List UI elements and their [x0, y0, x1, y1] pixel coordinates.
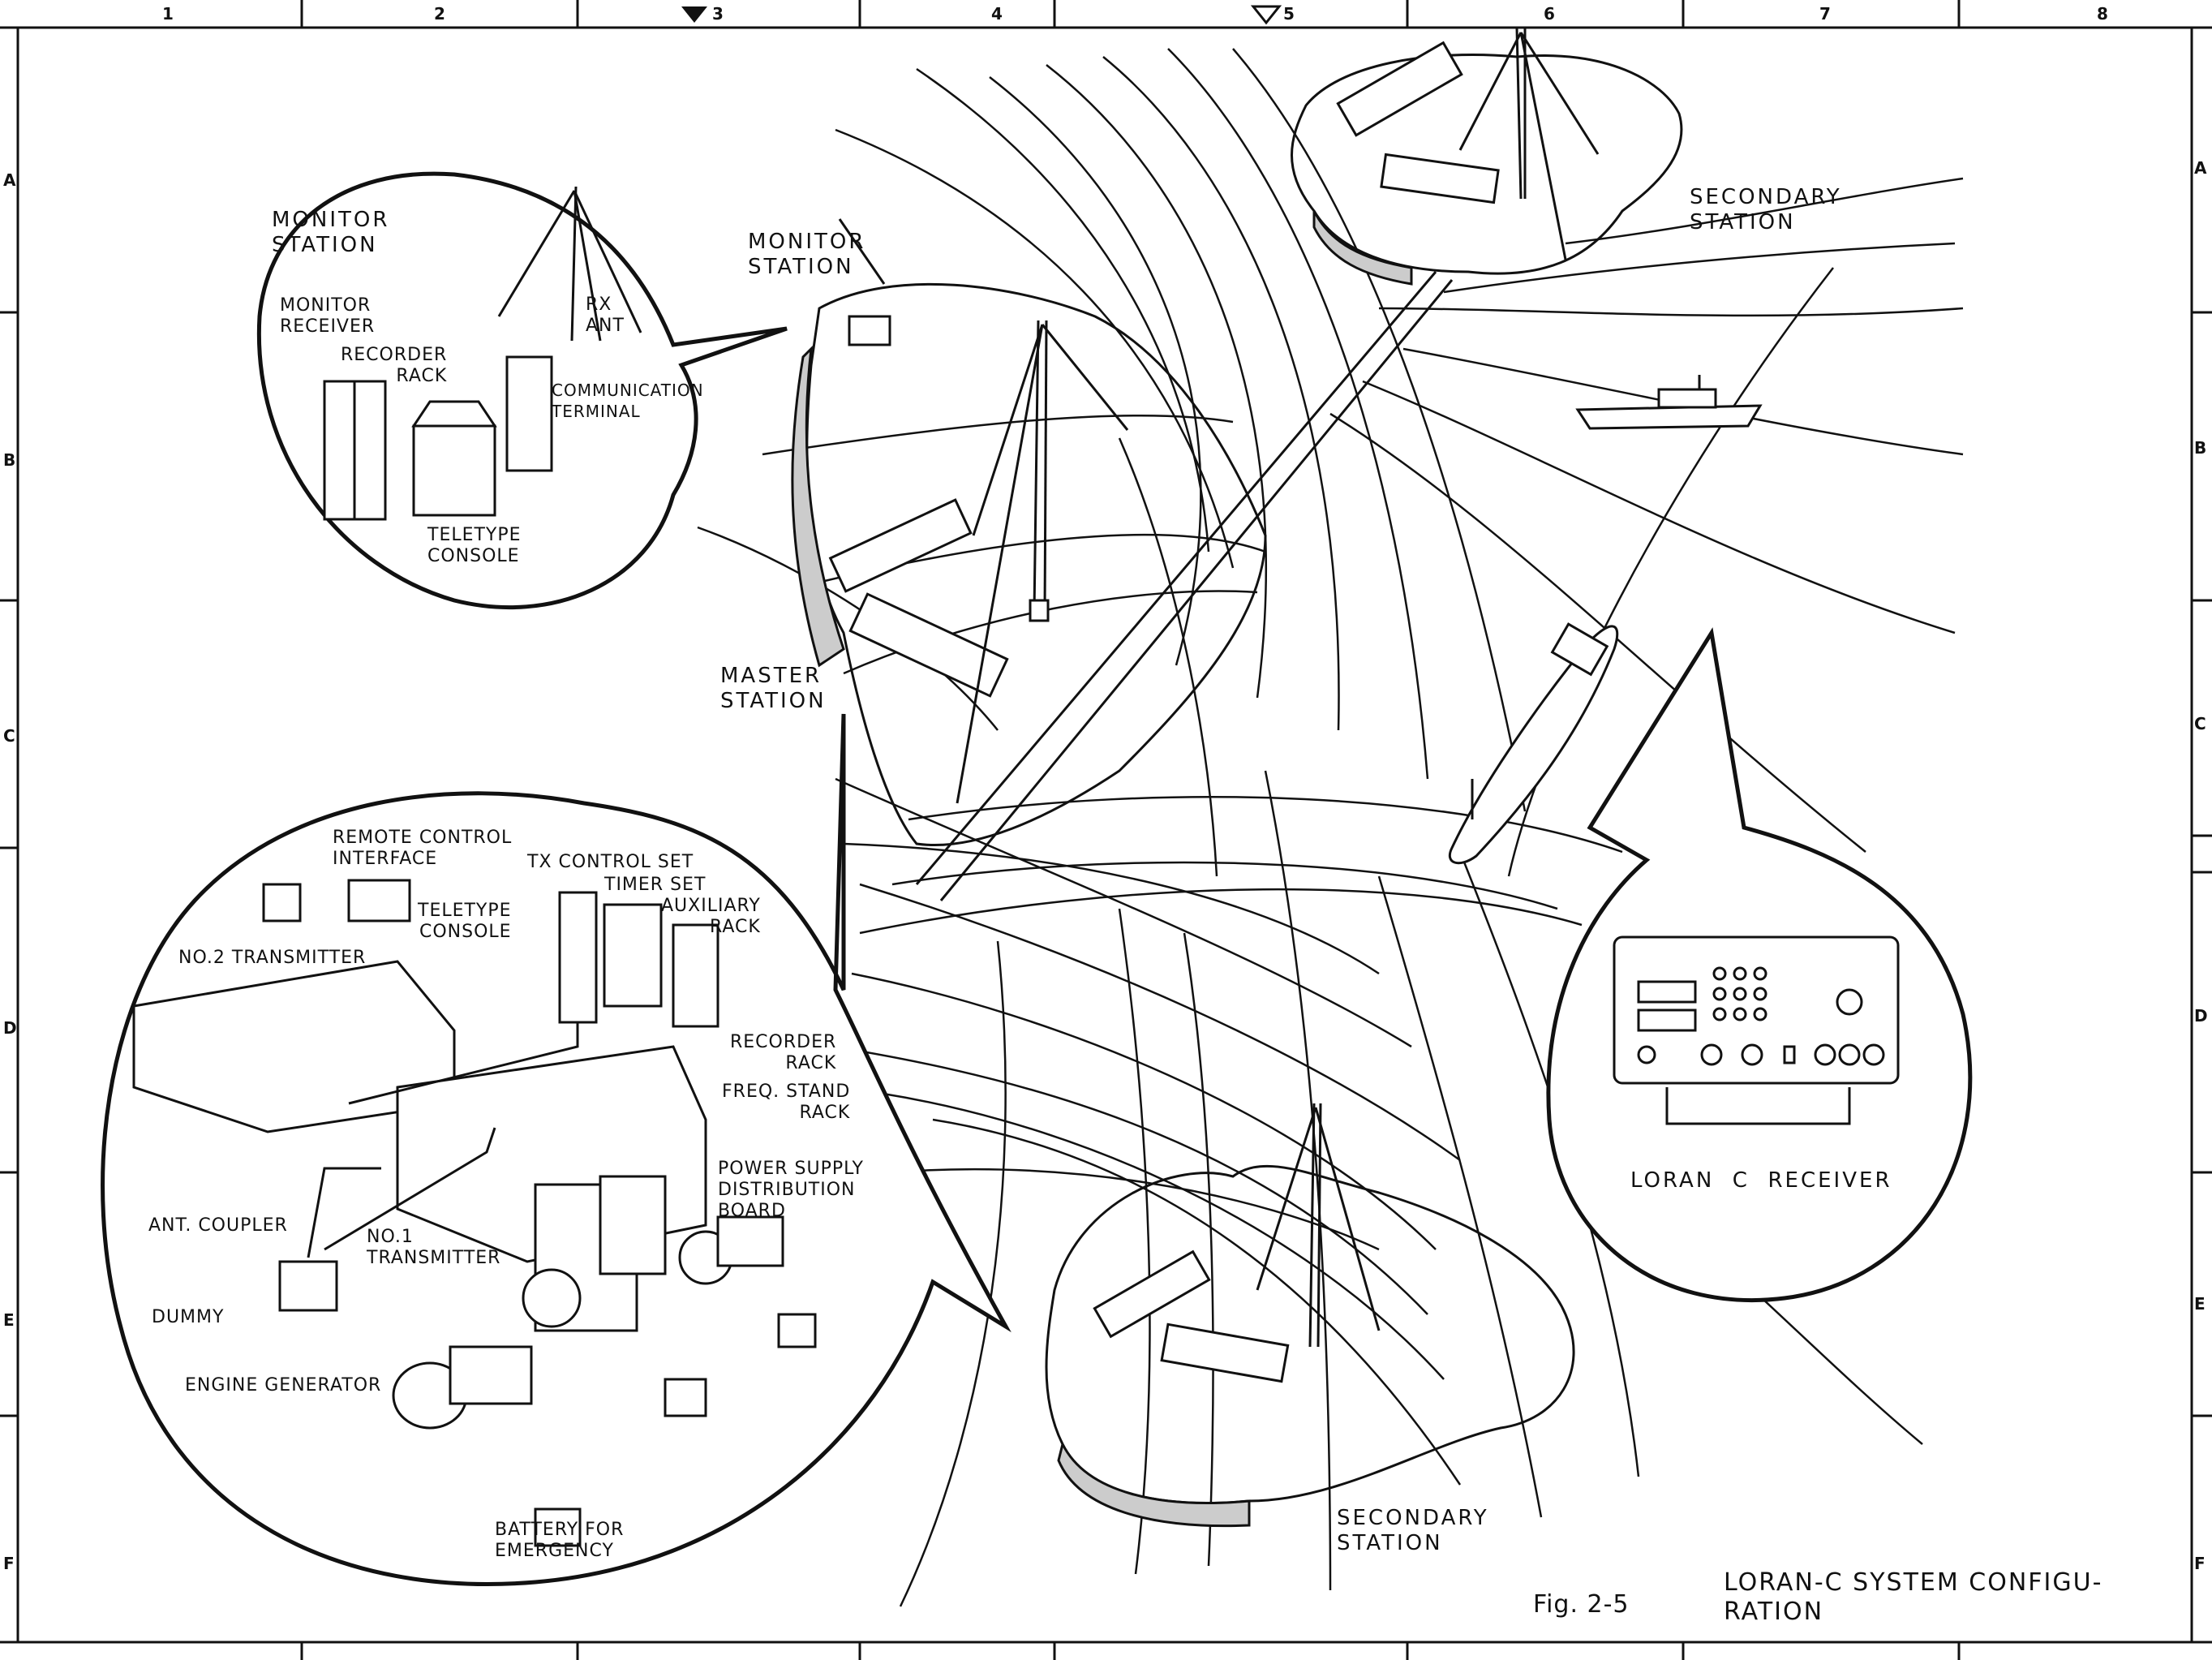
monitor-receiver-label: MONITOR RECEIVER: [280, 295, 375, 338]
grid-col-4: 4: [991, 4, 1003, 24]
center-mark-outline: [1253, 6, 1279, 23]
grid-row-b-left: B: [3, 450, 15, 470]
monitor-station-label: MONITOR STATION: [748, 230, 865, 280]
monitor-detail-title: MONITOR STATION: [272, 208, 389, 258]
grid-row-c-right: C: [2194, 714, 2206, 733]
grid-row-f-right: F: [2194, 1554, 2206, 1573]
figure-number: Fig. 2-5: [1533, 1590, 1630, 1619]
grid-col-7: 7: [1819, 4, 1831, 24]
loran-c-receiver-label: LORAN C RECEIVER: [1630, 1168, 1892, 1193]
secondary-station-top-island: [1292, 28, 1682, 284]
engine-generator-label: ENGINE GENERATOR: [185, 1375, 381, 1396]
figure-title: LORAN-C SYSTEM CONFIGU- RATION: [1724, 1568, 2102, 1627]
grid-col-5: 5: [1283, 4, 1295, 24]
freq-stand-rack-label: FREQ. STAND RACK: [722, 1082, 850, 1124]
ship-small: [1578, 375, 1760, 428]
grid-row-a-left: A: [3, 170, 15, 190]
grid-row-e-right: E: [2194, 1294, 2206, 1314]
grid-row-a-right: A: [2194, 158, 2206, 178]
timer-set-label: TIMER SET: [604, 875, 706, 896]
no1-transmitter-label: NO.1 TRANSMITTER: [367, 1227, 500, 1269]
remote-control-interface-label: REMOTE CONTROL INTERFACE: [333, 828, 512, 870]
tx-control-set-label: TX CONTROL SET: [527, 852, 694, 873]
grid-row-e-left: E: [3, 1310, 15, 1330]
auxiliary-rack-label: AUXILIARY RACK: [661, 896, 761, 938]
secondary-station-top-label: SECONDARY STATION: [1690, 185, 1842, 235]
dummy-label: DUMMY: [152, 1307, 224, 1328]
secondary-station-bottom-island: [1046, 1103, 1574, 1526]
grid-row-d-left: D: [3, 1018, 17, 1038]
monitor-teletype-console-label: TELETYPE CONSOLE: [427, 525, 522, 567]
grid-row-d-right: D: [2194, 1006, 2208, 1026]
center-mark-filled: [681, 6, 707, 23]
communication-terminal-label: COMMUNICATION TERMINAL: [552, 380, 704, 422]
power-supply-board-label: POWER SUPPLY DISTRIBUTION BOARD: [718, 1159, 864, 1222]
battery-label: BATTERY FOR EMERGENCY: [495, 1520, 624, 1562]
master-station-label: MASTER STATION: [720, 664, 827, 714]
secondary-station-bottom-label: SECONDARY STATION: [1337, 1506, 1489, 1556]
grid-col-6: 6: [1544, 4, 1555, 24]
master-teletype-console-label: TELETYPE CONSOLE: [418, 901, 512, 943]
ant-coupler-label: ANT. COUPLER: [148, 1215, 288, 1236]
rx-ant-label: RX ANT: [586, 295, 625, 337]
grid-col-3: 3: [712, 4, 724, 24]
master-station-island: [792, 284, 1265, 845]
grid-row-b-right: B: [2194, 438, 2206, 458]
grid-row-f-left: F: [3, 1554, 15, 1573]
monitor-recorder-rack-label: RECORDER RACK: [341, 345, 447, 387]
grid-col-2: 2: [434, 4, 445, 24]
no2-transmitter-label: NO.2 TRANSMITTER: [178, 948, 366, 969]
recorder-rack-label: RECORDER RACK: [730, 1032, 836, 1074]
grid-col-1: 1: [162, 4, 174, 24]
grid-row-c-left: C: [3, 726, 15, 746]
grid-col-8: 8: [2097, 4, 2108, 24]
